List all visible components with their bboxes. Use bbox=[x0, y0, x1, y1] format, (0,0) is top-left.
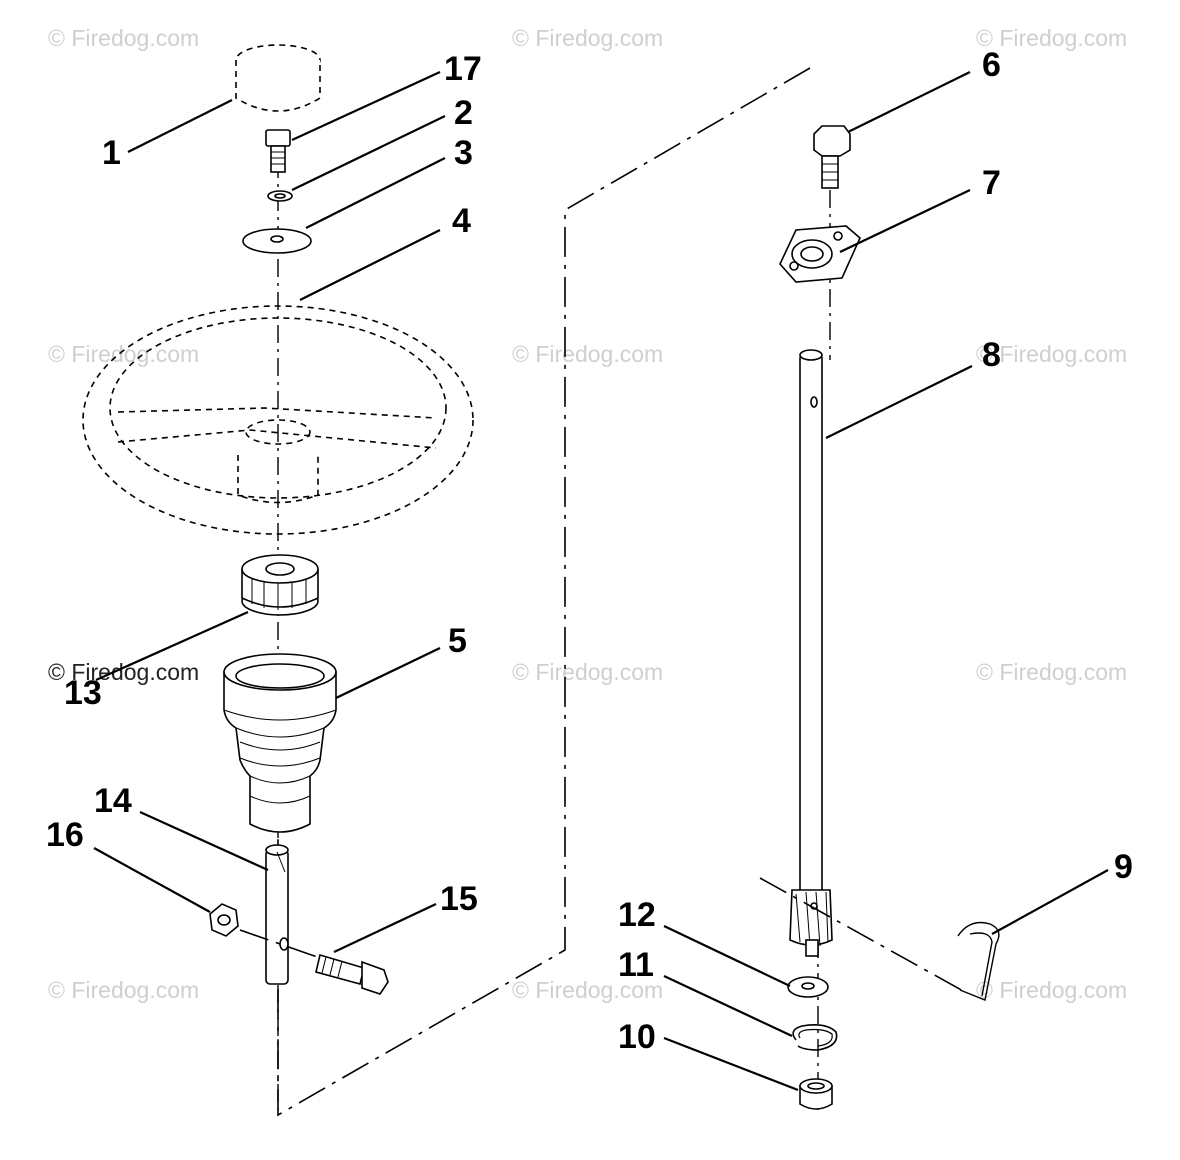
steering-shaft-long bbox=[799, 349, 823, 896]
callout-4: 4 bbox=[452, 202, 471, 240]
watermark: © Firedog.com bbox=[976, 341, 1127, 367]
watermark: © Firedog.com bbox=[48, 25, 199, 51]
watermark: © Firedog.com bbox=[48, 659, 199, 685]
leader-line bbox=[291, 115, 446, 191]
leader-line bbox=[299, 229, 441, 301]
callout-3: 3 bbox=[454, 134, 473, 172]
steering-wheel bbox=[82, 305, 474, 535]
hair-pin-clip bbox=[957, 921, 1000, 1001]
cap-screw bbox=[813, 125, 851, 189]
pinion-gear bbox=[789, 889, 833, 957]
bolt-axis bbox=[239, 929, 321, 959]
leader-line bbox=[825, 365, 973, 439]
callout-7: 7 bbox=[982, 164, 1001, 202]
watermark: © Firedog.com bbox=[976, 977, 1127, 1003]
watermark: © Firedog.com bbox=[512, 977, 663, 1003]
callout-2: 2 bbox=[454, 94, 473, 132]
callout-11: 11 bbox=[618, 946, 654, 984]
steering-shaft-short bbox=[265, 844, 289, 985]
callout-12: 12 bbox=[618, 896, 656, 934]
washer-right bbox=[787, 976, 829, 998]
leader-line bbox=[663, 1036, 799, 1092]
callouts: 1 17 2 3 4 5 13 14 16 15 6 7 8 9 12 11 1… bbox=[46, 46, 1133, 1056]
watermark: © Firedog.com bbox=[976, 25, 1127, 51]
callout-9: 9 bbox=[1114, 848, 1133, 886]
callout-15: 15 bbox=[440, 880, 478, 918]
leader-line bbox=[95, 610, 249, 682]
retaining-ring bbox=[792, 1024, 838, 1051]
leader-line bbox=[333, 903, 437, 953]
watermark: © Firedog.com bbox=[512, 341, 663, 367]
leader-line bbox=[305, 157, 446, 229]
leader-line bbox=[127, 99, 233, 153]
leader-line bbox=[839, 189, 971, 253]
lock-washer bbox=[267, 190, 293, 202]
watermark: © Firedog.com bbox=[48, 977, 199, 1003]
pin-axis bbox=[759, 877, 966, 993]
leader-line bbox=[139, 810, 269, 872]
leader-line bbox=[991, 869, 1109, 935]
leader-line bbox=[847, 71, 971, 133]
bushing bbox=[799, 1078, 833, 1110]
callout-13: 13 bbox=[64, 674, 102, 712]
callout-6: 6 bbox=[982, 46, 1001, 84]
callout-10: 10 bbox=[618, 1018, 656, 1056]
leader-line bbox=[93, 847, 211, 913]
callout-17: 17 bbox=[444, 50, 482, 88]
flange-bearing bbox=[779, 225, 861, 283]
callout-5: 5 bbox=[448, 622, 467, 660]
steering-boot bbox=[223, 653, 337, 833]
watermark: © Firedog.com bbox=[512, 25, 663, 51]
leader-line bbox=[663, 975, 793, 1037]
watermarks: © Firedog.com © Firedog.com © Firedog.co… bbox=[48, 25, 1127, 1003]
splined-adapter bbox=[241, 554, 319, 616]
bolt bbox=[265, 129, 291, 173]
callout-1: 1 bbox=[102, 134, 121, 172]
watermark: © Firedog.com bbox=[48, 341, 199, 367]
callout-16: 16 bbox=[46, 816, 84, 854]
watermark: © Firedog.com bbox=[976, 659, 1127, 685]
leader-line bbox=[335, 647, 441, 699]
leader-line bbox=[291, 71, 441, 141]
callout-8: 8 bbox=[982, 336, 1001, 374]
flat-washer bbox=[242, 228, 312, 254]
leader-line bbox=[663, 925, 791, 987]
callout-14: 14 bbox=[94, 782, 132, 820]
hex-nut bbox=[209, 903, 239, 937]
leader-lines bbox=[93, 71, 1109, 1092]
steering-cap bbox=[235, 44, 321, 112]
clevis-bolt bbox=[315, 953, 389, 995]
watermark: © Firedog.com bbox=[512, 659, 663, 685]
